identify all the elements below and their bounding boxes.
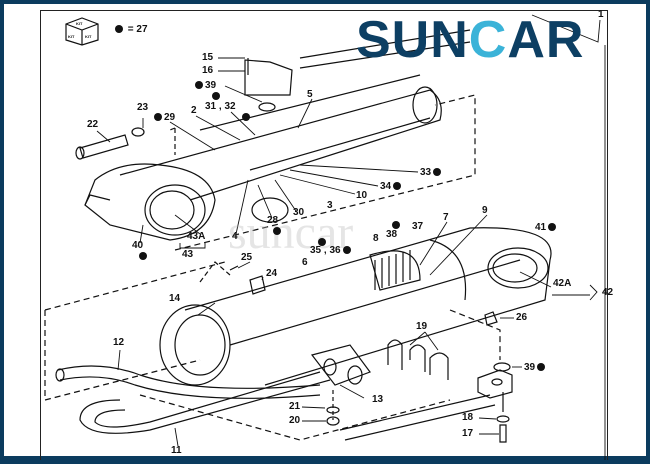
- part-label-7: 7: [443, 212, 449, 223]
- part-label-4: 4: [232, 231, 238, 242]
- kit-dot-icon: [139, 252, 147, 261]
- part-label-8: 8: [373, 233, 379, 244]
- part-label-5: 5: [307, 89, 313, 100]
- part-label-13: 13: [372, 394, 384, 405]
- logo-c: C: [468, 11, 508, 69]
- part-label-10: 10: [356, 190, 368, 201]
- kit-dot-icon: [548, 223, 557, 232]
- kit-dot: [137, 252, 149, 262]
- fasteners: [229, 265, 511, 443]
- part-label-43A: 43A: [187, 231, 206, 242]
- pipe-clamp: [310, 344, 371, 426]
- svg-text:KIT: KIT: [68, 34, 75, 39]
- kit-dot-icon: [537, 363, 546, 372]
- part-label-29: 29: [152, 113, 175, 123]
- kit-dot-icon: [242, 113, 250, 122]
- cylinder-barrel: [159, 227, 552, 386]
- kit-dot: [240, 113, 252, 123]
- part-label-39b: 39: [524, 363, 547, 373]
- kit-dot-icon: [392, 221, 400, 230]
- part-label-39-text: 39: [205, 80, 217, 91]
- part-label-42A: 42A: [553, 278, 572, 289]
- part-label-11: 11: [171, 445, 182, 456]
- part-label-38: 38: [386, 229, 398, 240]
- diagram-sheet: [4, 4, 646, 456]
- part-label-12: 12: [113, 337, 125, 348]
- kit-dot-icon: [273, 227, 281, 236]
- part-label-29-text: 29: [164, 112, 176, 123]
- part-label-9: 9: [482, 205, 488, 216]
- part-label-41-text: 41: [535, 222, 547, 233]
- part-label-33-text: 33: [420, 167, 432, 178]
- part-label-17: 17: [462, 428, 474, 439]
- kit-legend-text: = 27: [127, 24, 148, 35]
- part-label-22: 22: [87, 119, 99, 130]
- kit-dot-icon: [433, 168, 442, 177]
- pin-bolt: [75, 127, 145, 160]
- part-label-28: 28: [267, 215, 279, 226]
- part-label-23: 23: [137, 102, 149, 113]
- kit-dot-icon: [154, 113, 162, 122]
- part-label-14: 14: [169, 293, 181, 304]
- part-label-15: 15: [202, 52, 214, 63]
- leader-lines: [96, 14, 606, 460]
- rod-clamp-block: [244, 59, 293, 96]
- u-bolts: [387, 339, 449, 380]
- part-label-25: 25: [241, 252, 253, 263]
- kit-legend: = 27: [113, 25, 148, 35]
- diagram-frame: [40, 10, 608, 460]
- part-label-6: 6: [302, 257, 308, 268]
- kit-dot-icon: [342, 246, 351, 255]
- part-label-1: 1: [598, 9, 604, 20]
- part-label-21: 21: [289, 401, 301, 412]
- svg-text:KIT: KIT: [85, 34, 92, 39]
- tube-flange: [477, 369, 513, 399]
- part-label-39b-text: 39: [524, 362, 536, 373]
- part-label-37: 37: [412, 221, 424, 232]
- kit-dot: [271, 227, 283, 237]
- part-label-24: 24: [266, 268, 278, 279]
- part-label-18: 18: [462, 412, 474, 423]
- part-label-40: 40: [132, 240, 144, 251]
- part-label-19: 19: [416, 321, 428, 332]
- kit-dot: [210, 92, 222, 102]
- suncar-logo: SUNCAR: [356, 14, 584, 66]
- hydraulic-tubes: [55, 365, 513, 441]
- logo-text-end: AR: [507, 11, 585, 69]
- kit-dot-icon: [318, 238, 326, 247]
- part-label-16: 16: [202, 65, 214, 76]
- kit-icon: KIT KIT KIT: [62, 16, 102, 46]
- part-label-3: 3: [327, 200, 333, 211]
- part-label-41: 41: [535, 223, 558, 233]
- part-label-35-36: 35 , 36: [310, 246, 353, 256]
- part-label-26: 26: [516, 312, 528, 323]
- part-label-20: 20: [289, 415, 301, 426]
- part-label-34-text: 34: [380, 181, 392, 192]
- part-label-31-32: 31 , 32: [205, 101, 236, 112]
- part-label-34: 34: [380, 182, 403, 192]
- part-label-42: 42: [602, 287, 614, 298]
- part-label-39: 39: [193, 81, 216, 91]
- logo-text: SUN: [356, 11, 469, 69]
- kit-dot-icon: [393, 182, 402, 191]
- part-label-43: 43: [182, 249, 194, 260]
- part-label-30: 30: [293, 207, 305, 218]
- kit-dot: [390, 221, 402, 231]
- part-label-2: 2: [191, 105, 197, 116]
- kit-dot-icon: [212, 92, 220, 101]
- part-label-35-36-text: 35 , 36: [310, 245, 341, 256]
- kit-dot: [316, 238, 328, 248]
- svg-text:KIT: KIT: [76, 21, 83, 26]
- kit-dot-icon: [115, 25, 123, 34]
- part-label-33: 33: [420, 168, 443, 178]
- kit-dot-icon: [195, 81, 203, 90]
- watermark: suncar: [228, 206, 354, 259]
- rod-eye: [84, 163, 216, 241]
